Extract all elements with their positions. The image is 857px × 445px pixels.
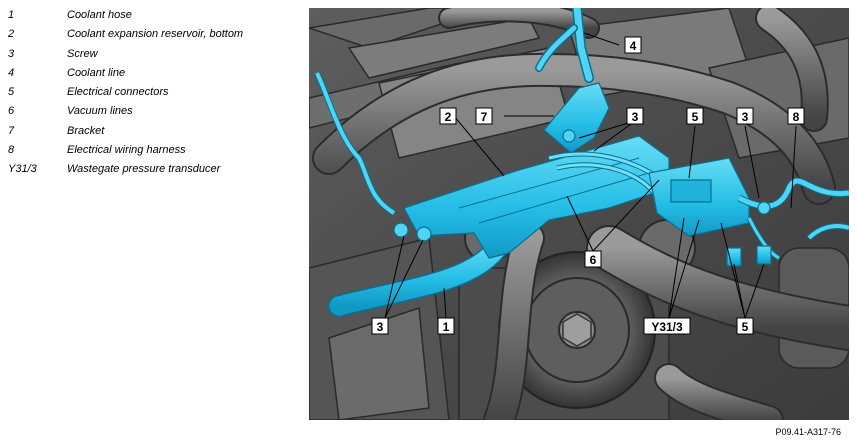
legend-label: Screw <box>67 47 98 60</box>
screw <box>416 226 432 242</box>
legend-number: 6 <box>8 105 15 118</box>
legend-label: Coolant line <box>67 66 126 79</box>
legend-number: 3 <box>8 47 15 60</box>
legend-item: 5 Electrical connectors <box>8 83 298 102</box>
figure-code: P09.41-A317-76 <box>775 427 841 437</box>
callout-5-top: 5 <box>692 110 699 124</box>
legend-number: 8 <box>8 144 15 157</box>
legend-item: 8 Electrical wiring harness <box>8 141 298 160</box>
legend-item: Y31/3 Wastegate pressure transducer <box>8 160 298 179</box>
legend: 1 Coolant hose 2 Coolant expansion reservo… <box>8 6 298 180</box>
legend-number: 4 <box>8 66 15 79</box>
wiring-harness <box>737 178 849 209</box>
legend-number: Y31/3 <box>8 163 37 176</box>
legend-number: 2 <box>8 28 15 41</box>
legend-label: Coolant expansion reservoir, bottom <box>67 28 244 41</box>
callout-3-left: 3 <box>377 320 384 334</box>
coolant-line <box>573 8 593 82</box>
legend-number: 5 <box>8 86 15 99</box>
legend-number: 7 <box>8 124 15 137</box>
callouts: 4 2 7 3 5 3 8 6 3 1 Y31/3 5 <box>371 36 805 335</box>
callout-y31-3: Y31/3 <box>651 320 683 334</box>
callout-7: 7 <box>481 110 488 124</box>
gray-hoses <box>312 8 849 420</box>
legend-item: 6 Vacuum lines <box>8 102 298 121</box>
legend-item: 2 Coolant expansion reservoir, bottom <box>8 25 298 44</box>
callout-4: 4 <box>630 39 637 53</box>
legend-label: Bracket <box>67 124 105 137</box>
legend-item: 4 Coolant line <box>8 64 298 83</box>
callout-3-top: 3 <box>632 110 639 124</box>
legend-item: 1 Coolant hose <box>8 6 298 25</box>
legend-label: Electrical wiring harness <box>67 144 186 157</box>
leader-lines <box>384 32 797 319</box>
callout-6: 6 <box>590 253 597 267</box>
legend-item: 3 Screw <box>8 45 298 64</box>
legend-item: 7 Bracket <box>8 122 298 141</box>
legend-label: Wastegate pressure transducer <box>67 163 221 176</box>
screw <box>562 129 576 143</box>
callout-2: 2 <box>445 110 452 124</box>
highlighted-components <box>314 8 849 317</box>
engine-illustration: 4 2 7 3 5 3 8 6 3 1 Y31/3 5 <box>309 8 849 420</box>
legend-number: 1 <box>8 9 15 21</box>
electrical-connector <box>756 245 772 265</box>
screw <box>393 222 409 238</box>
screw <box>757 201 771 215</box>
legend-label: Coolant hose <box>67 9 132 21</box>
legend-label: Vacuum lines <box>67 105 133 118</box>
callout-8: 8 <box>793 110 800 124</box>
legend-label: Electrical connectors <box>67 86 169 99</box>
callout-5-bottom: 5 <box>742 320 749 334</box>
callout-1: 1 <box>443 320 450 334</box>
callout-3-right: 3 <box>742 110 749 124</box>
